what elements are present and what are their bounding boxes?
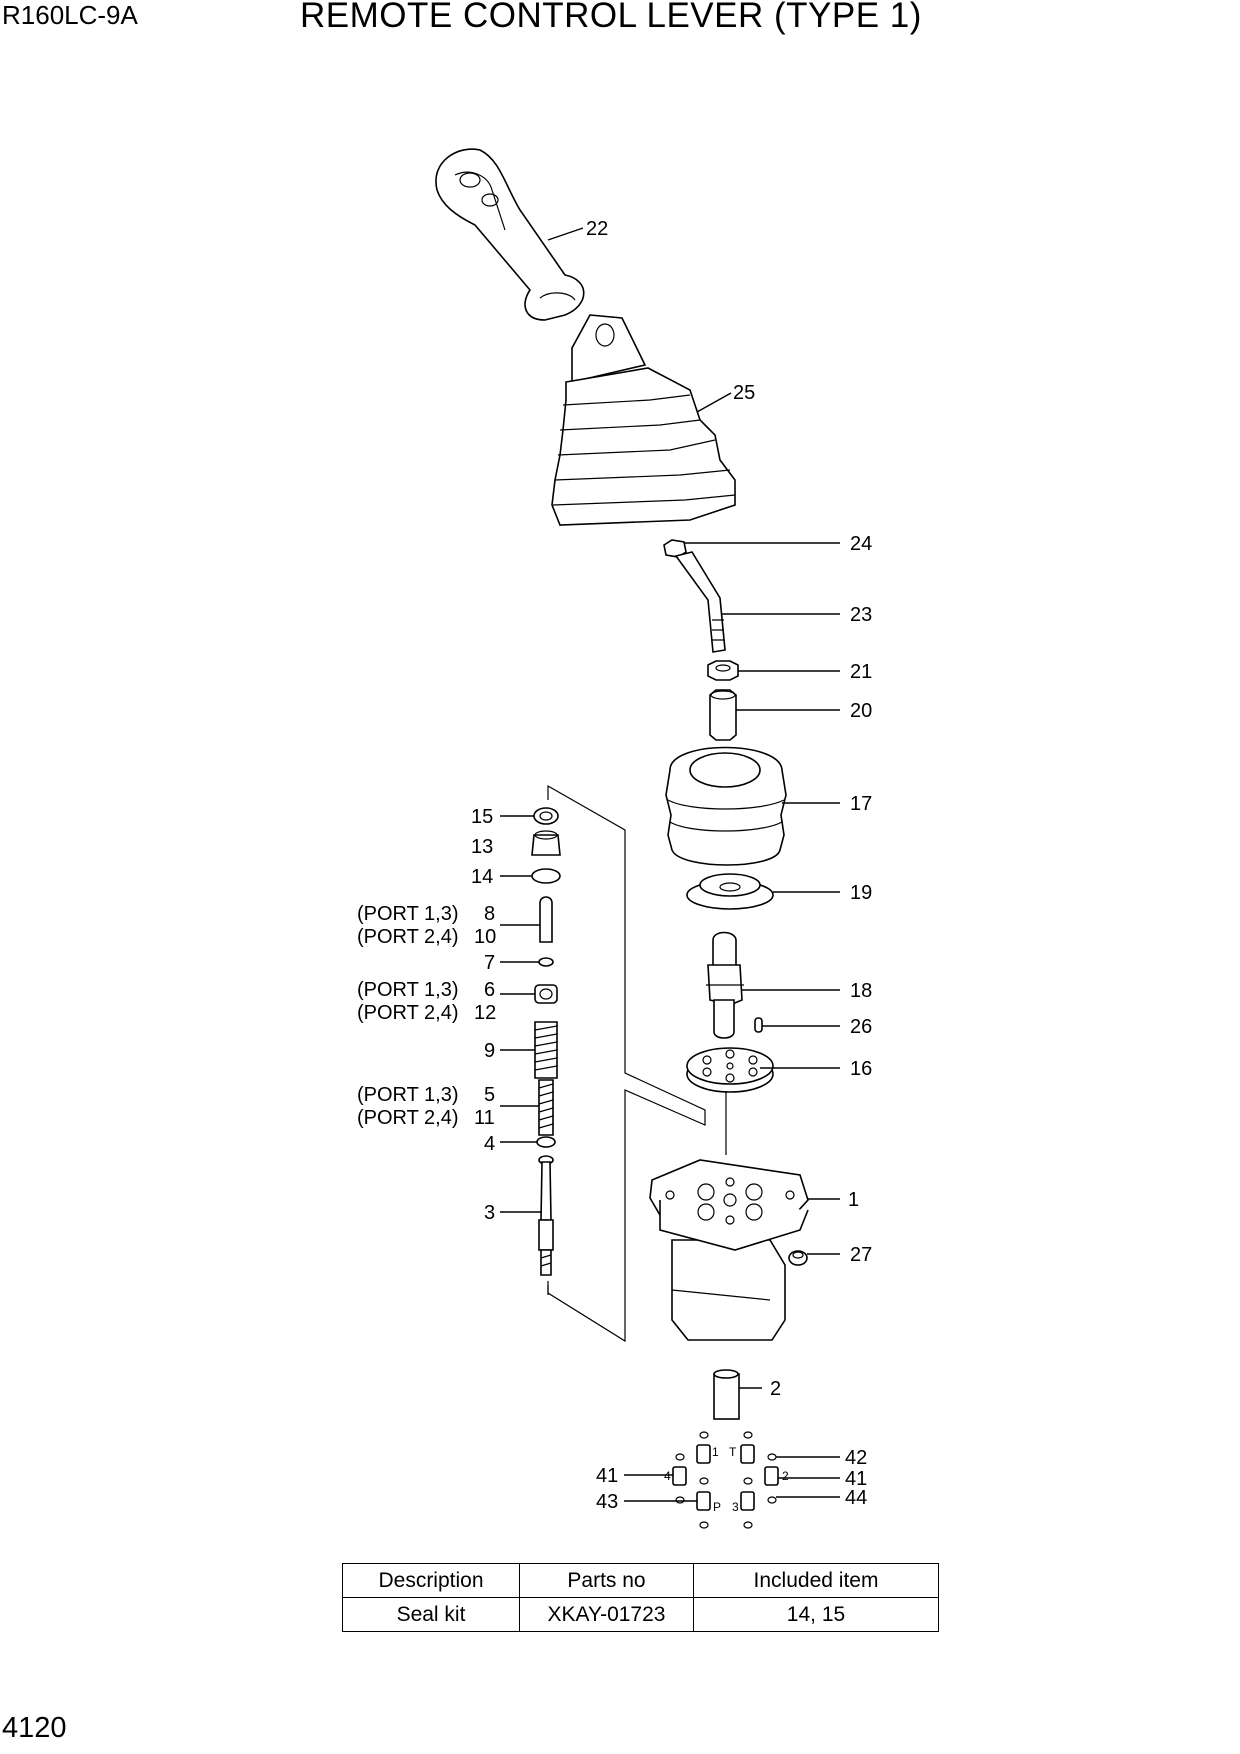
callout-21: 21 <box>850 661 872 683</box>
callout-22: 22 <box>586 218 608 240</box>
callout-4: 4 <box>484 1133 495 1155</box>
callout-6: 6 <box>484 979 495 1001</box>
seal-kit-table: Description Parts no Included item Seal … <box>342 1563 939 1632</box>
plug-part <box>788 1250 808 1266</box>
cell-included-item: 14, 15 <box>693 1597 939 1632</box>
page-number: 4120 <box>2 1712 67 1744</box>
bushing-part <box>713 1369 740 1420</box>
callout-42: 42 <box>845 1447 867 1469</box>
table-header-row: Description Parts no Included item <box>342 1563 939 1598</box>
callout-18: 18 <box>850 980 872 1002</box>
universal-joint-part <box>706 931 744 1039</box>
callout-3: 3 <box>484 1202 495 1224</box>
callout-27: 27 <box>850 1244 872 1266</box>
boot-cover-part <box>665 746 787 866</box>
page-title: REMOTE CONTROL LEVER (TYPE 1) <box>300 0 922 35</box>
callout-7: 7 <box>484 952 495 974</box>
spool-parts-column <box>531 807 561 1276</box>
callout-11: 11 <box>474 1107 495 1129</box>
table-row: Seal kit XKAY-01723 14, 15 <box>342 1597 939 1632</box>
header-included-item: Included item <box>693 1563 939 1598</box>
callout-43: 43 <box>596 1491 618 1513</box>
callout-17: 17 <box>850 793 872 815</box>
port-mark-1: 1 <box>712 1445 719 1459</box>
callout-1: 1 <box>848 1189 859 1211</box>
port-label-2-4-c: (PORT 2,4) <box>357 1107 459 1129</box>
header-parts-no: Parts no <box>519 1563 694 1598</box>
header-description: Description <box>342 1563 520 1598</box>
port-mark-2: 2 <box>782 1469 789 1483</box>
callout-41-right: 41 <box>845 1468 867 1490</box>
disc-plate-part <box>686 1047 774 1093</box>
callout-20: 20 <box>850 700 872 722</box>
callout-16: 16 <box>850 1058 872 1080</box>
callout-10: 10 <box>474 926 496 948</box>
plate-part <box>686 873 774 910</box>
callout-19: 19 <box>850 882 872 904</box>
callout-14: 14 <box>471 866 493 888</box>
callout-41-left: 41 <box>596 1465 618 1487</box>
callout-23: 23 <box>850 604 872 626</box>
model-code: R160LC-9A <box>2 0 138 30</box>
callout-26: 26 <box>850 1016 872 1038</box>
nut-part <box>707 660 739 681</box>
callout-24: 24 <box>850 533 872 555</box>
cell-parts-no: XKAY-01723 <box>519 1597 694 1632</box>
callout-25: 25 <box>733 382 755 404</box>
callout-9: 9 <box>484 1040 495 1062</box>
callout-2: 2 <box>770 1378 781 1400</box>
callout-15: 15 <box>471 806 493 828</box>
port-mark-3: 3 <box>732 1500 739 1514</box>
callout-12: 12 <box>474 1002 496 1024</box>
rubber-boot-part <box>551 314 736 526</box>
pin-part <box>754 1017 763 1033</box>
port-label-2-4-b: (PORT 2,4) <box>357 1002 459 1024</box>
callout-13: 13 <box>471 836 493 858</box>
port-label-2-4: (PORT 2,4) <box>357 926 459 948</box>
callout-44: 44 <box>845 1487 867 1509</box>
grip-handle-part <box>435 148 585 321</box>
port-label-1-3-c: (PORT 1,3) <box>357 1084 459 1106</box>
lever-rod-part <box>663 539 726 653</box>
callout-5: 5 <box>484 1084 495 1106</box>
port-label-1-3: (PORT 1,3) <box>357 903 459 925</box>
valve-body-part <box>649 1159 809 1341</box>
port-fittings-part <box>672 1431 779 1529</box>
port-mark-t: T <box>729 1445 737 1459</box>
port-mark-p: P <box>713 1500 721 1514</box>
coupling-part <box>709 689 737 741</box>
port-label-1-3-b: (PORT 1,3) <box>357 979 459 1001</box>
assembly-bracket-outline <box>547 784 706 1343</box>
callout-8: 8 <box>484 903 495 925</box>
cell-description: Seal kit <box>342 1597 520 1632</box>
port-mark-4: 4 <box>664 1469 671 1483</box>
